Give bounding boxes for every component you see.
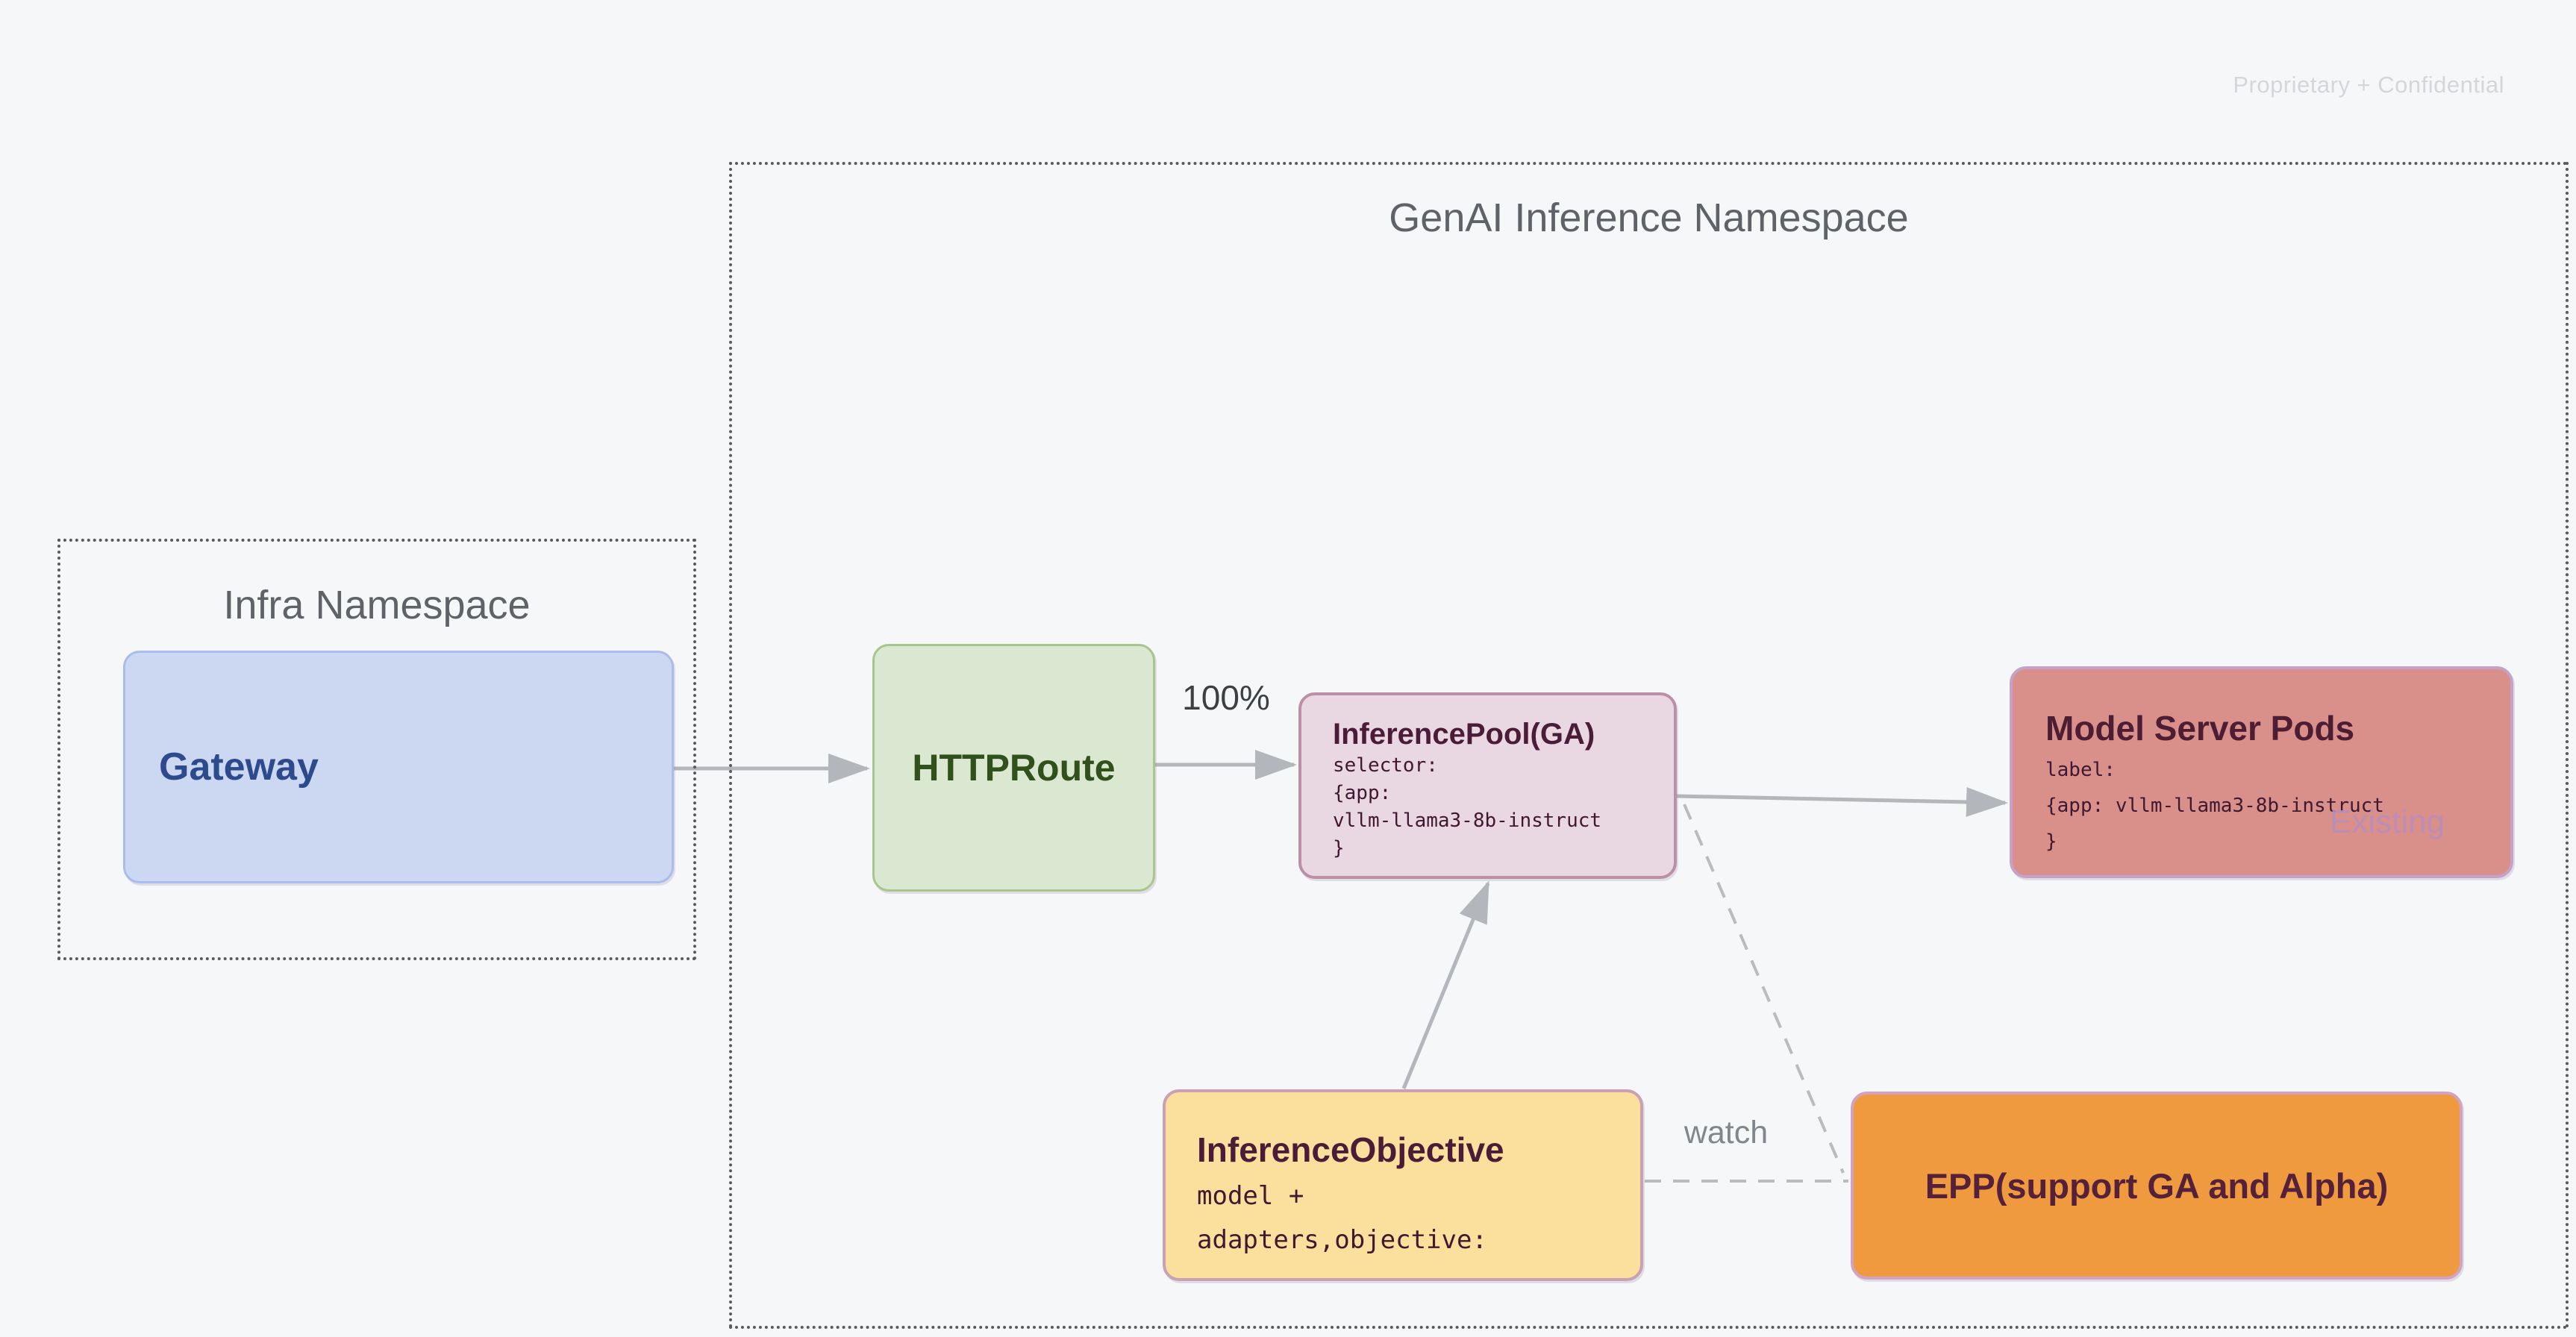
inference-objective-node: InferenceObjective model + adapters,obje… xyxy=(1163,1089,1643,1281)
edge-label-watch: watch xyxy=(1684,1115,1769,1150)
genai-namespace-box: GenAI Inference Namespace xyxy=(729,162,2569,1329)
inference-objective-title: InferenceObjective xyxy=(1197,1130,1504,1169)
inference-pool-code-line: } xyxy=(1333,837,1345,860)
httproute-node: HTTPRoute xyxy=(872,644,1155,892)
gateway-label: Gateway xyxy=(159,745,319,789)
infra-namespace-title: Infra Namespace xyxy=(223,583,531,627)
genai-namespace-title: GenAI Inference Namespace xyxy=(1389,195,1909,240)
gateway-node: Gateway xyxy=(123,651,674,883)
inference-pool-code-line: selector: xyxy=(1333,754,1438,777)
model-server-pods-node: Model Server Pods label: {app: vllm-llam… xyxy=(2010,666,2513,878)
inference-pool-title: InferencePool(GA) xyxy=(1333,718,1595,751)
epp-node: EPP(support GA and Alpha) xyxy=(1851,1092,2463,1280)
httproute-label: HTTPRoute xyxy=(912,747,1116,789)
model-server-pods-title: Model Server Pods xyxy=(2045,709,2355,748)
inference-objective-code-line: adapters,objective: xyxy=(1197,1225,1487,1255)
existing-badge: Existing xyxy=(2330,804,2445,840)
model-server-pods-code-line: {app: vllm-llama3-8b-instruct xyxy=(2045,795,2384,817)
epp-label: EPP(support GA and Alpha) xyxy=(1925,1165,2389,1206)
watermark-text: Proprietary + Confidential xyxy=(2233,72,2504,98)
inference-pool-code-line: {app: xyxy=(1333,782,1392,804)
model-server-pods-code-line: } xyxy=(2045,830,2057,853)
edge-label-100-percent: 100% xyxy=(1182,678,1270,717)
inference-objective-code-line: model + xyxy=(1197,1181,1304,1211)
infra-namespace-box: Infra Namespace xyxy=(57,539,696,960)
inference-pool-code-line: vllm-llama3-8b-instruct xyxy=(1333,810,1602,832)
inference-pool-node: InferencePool(GA) selector: {app: vllm-l… xyxy=(1298,692,1677,879)
model-server-pods-code-line: label: xyxy=(2045,759,2116,781)
